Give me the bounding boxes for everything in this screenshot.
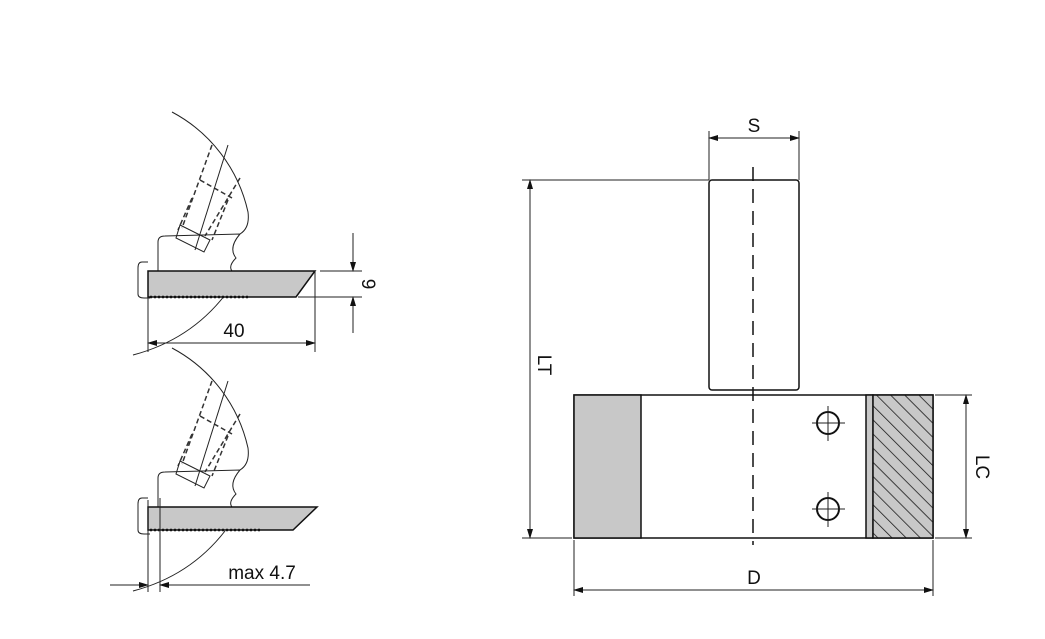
blade-detail-top: 40 9 <box>132 111 378 356</box>
blade <box>147 506 319 531</box>
screw-hole-icon <box>812 492 845 527</box>
hatched-section <box>872 394 934 539</box>
blade <box>147 270 317 298</box>
cutter-drawing: S LT LC D <box>522 116 992 596</box>
dimension-9-label: 9 <box>357 279 378 290</box>
max-protrusion-label: max 4.7 <box>228 563 296 584</box>
dimension-s-label: S <box>748 116 761 137</box>
shank <box>708 179 800 391</box>
dimension-40-label: 40 <box>223 321 244 342</box>
left-cutting-edge <box>573 394 642 539</box>
dimension-lt-label: LT <box>533 355 554 376</box>
screw-hole-icon <box>812 406 845 441</box>
dimension-lc-label: LC <box>971 455 992 479</box>
blade-detail-bottom: max 4.7 <box>110 347 319 592</box>
dimension-d-label: D <box>747 568 761 589</box>
